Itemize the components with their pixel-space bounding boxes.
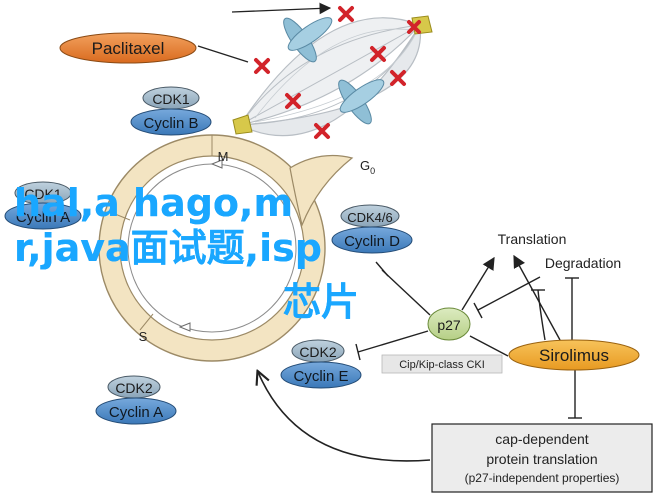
translation-label: Translation <box>498 231 567 247</box>
p27-inhibition-lines <box>355 261 431 361</box>
cdk2-e-label: CDK2 <box>299 344 337 360</box>
cdk2-cycline-complex[interactable]: CDK2 Cyclin E <box>280 339 362 389</box>
cdk1-cyclinb-complex[interactable]: CDK1 Cyclin B <box>130 86 212 136</box>
cycline-label: Cyclin E <box>293 368 348 385</box>
chromosome-lower <box>338 79 385 125</box>
p27-node[interactable]: p27 <box>427 307 471 341</box>
cdk46-cyclind-complex[interactable]: CDK4/6 Cyclin D <box>331 204 413 254</box>
inhibition-x-marks <box>254 6 421 139</box>
cap-dependent-box[interactable]: cap-dependent protein translation (p27-i… <box>431 423 653 493</box>
cyclind-label: Cyclin D <box>344 233 400 250</box>
translation-to-cycle-arrow <box>258 372 431 462</box>
box-line2: protein translation <box>486 451 597 467</box>
phase-s-label: S <box>139 329 148 344</box>
cdk2-cyclina-complex[interactable]: CDK2 Cyclin A <box>95 375 177 425</box>
cki-label-box: Cip/Kip-class CKI <box>381 354 503 374</box>
phase-g0-label: G0 <box>360 158 375 176</box>
cdk46-label: CDK4/6 <box>347 210 393 225</box>
mitotic-spindle-illustration <box>232 6 433 139</box>
sirolimus-label: Sirolimus <box>539 346 609 365</box>
cyclina-left-label: Cyclin A <box>16 209 70 226</box>
cdk2-a-label: CDK2 <box>115 380 153 396</box>
cyclina-bottom-label: Cyclin A <box>109 404 163 421</box>
box-line1: cap-dependent <box>495 431 589 447</box>
chromosome-upper <box>283 17 333 63</box>
p27-label: p27 <box>437 317 461 333</box>
cell-cycle-ring: M S G0 <box>98 134 375 362</box>
regulation-arrows <box>461 254 582 419</box>
box-line3: (p27-independent properties) <box>465 471 620 485</box>
cyclinb-top-label: Cyclin B <box>143 115 198 132</box>
degradation-label: Degradation <box>545 255 621 271</box>
cki-label: Cip/Kip-class CKI <box>399 359 485 371</box>
sirolimus-node[interactable]: Sirolimus <box>508 339 640 371</box>
cycle-arrow-bottom <box>178 322 191 332</box>
phase-m-label: M <box>218 149 229 164</box>
paclitaxel-inhibit-line <box>197 45 249 63</box>
paclitaxel-label: Paclitaxel <box>92 39 165 58</box>
cdk1-top-label: CDK1 <box>152 91 190 107</box>
cdk1-cyclina-complex[interactable]: CDK1 Cyclin A <box>4 181 82 230</box>
spindle-arrow <box>231 2 332 15</box>
cdk1-left-label: CDK1 <box>24 186 62 202</box>
centrosome-left <box>232 114 253 135</box>
cycle-arrow-top <box>210 159 223 169</box>
paclitaxel-node[interactable]: Paclitaxel <box>59 32 197 64</box>
